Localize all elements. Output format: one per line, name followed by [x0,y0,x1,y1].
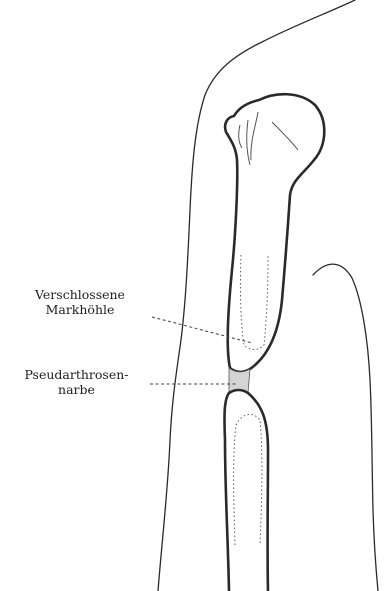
pseudarthrosis-scar-label: Pseudarthrosen- narbe [4,367,149,397]
marrow-cavity-label-line1: Verschlossene [4,287,156,302]
pseudarthrosis-scar-label-line1: Pseudarthrosen- [4,367,149,382]
upper-bone-fragment [225,94,324,372]
marrow-cavity-label: Verschlossene Markhöhle [4,287,156,317]
marrow-cavity-label-line2: Markhöhle [4,302,156,317]
arm-outline-right [313,264,378,591]
pseudarthrosis-scar-label-line2: narbe [4,382,149,397]
